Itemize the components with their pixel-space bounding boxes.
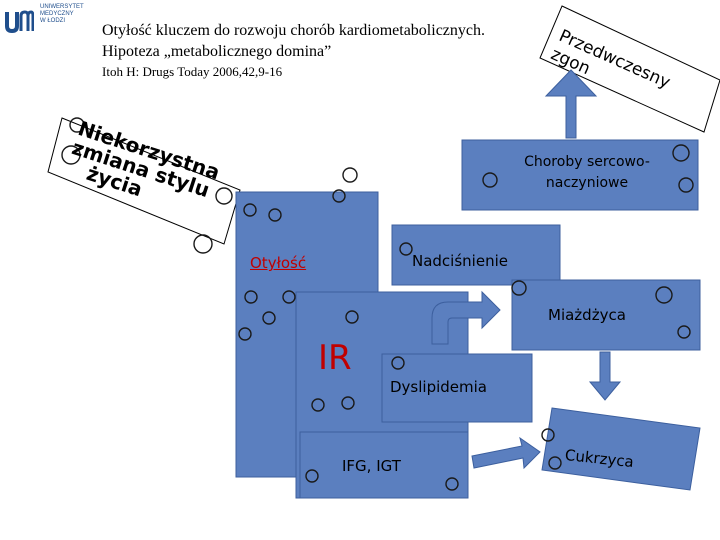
diabetes-domino (541, 407, 701, 491)
cvd-label: Choroby sercowo- naczyniowe (524, 154, 650, 191)
title-line-2: Hipoteza „metabolicznego domina” (102, 43, 332, 60)
lifestyle-domino (47, 117, 241, 245)
lifestyle-box (47, 117, 241, 245)
domino-dots (61, 117, 694, 491)
atherosclerosis-domino (511, 279, 701, 351)
arrow-curve-dyslipidemia (431, 290, 501, 345)
atherosclerosis-label: Miażdżyca (548, 306, 626, 324)
citation: Itoh H: Drugs Today 2006,42,9-16 (102, 64, 283, 79)
university-logo-icon (5, 10, 34, 34)
ifg-label: IFG, IGT (342, 457, 401, 475)
hypertension-domino (391, 224, 561, 286)
arrow-up-death (544, 69, 598, 139)
ir-label: IR (318, 338, 352, 378)
cvd-domino (461, 139, 699, 211)
university-name: UNIWERSYTET MEDYCZNY W ŁODZI (40, 4, 84, 24)
obesity-label: Otyłość (250, 254, 307, 272)
title-line-1: Otyłość kluczem do rozwoju chorób kardio… (102, 22, 485, 39)
dyslipidemia-label: Dyslipidemia (390, 378, 487, 396)
page-title: Otyłość kluczem do rozwoju chorób kardio… (102, 20, 485, 62)
ifg-box (299, 431, 469, 499)
arrows (431, 69, 622, 470)
arrow-down-diabetes (588, 351, 622, 401)
dyslipidemia-domino (381, 353, 533, 423)
university-logo: UNIWERSYTET MEDYCZNY W ŁODZI (4, 2, 84, 42)
arrow-ifg-diabetes (471, 436, 541, 470)
hypertension-label: Nadciśnienie (412, 252, 508, 270)
premature-death-domino (539, 5, 720, 133)
